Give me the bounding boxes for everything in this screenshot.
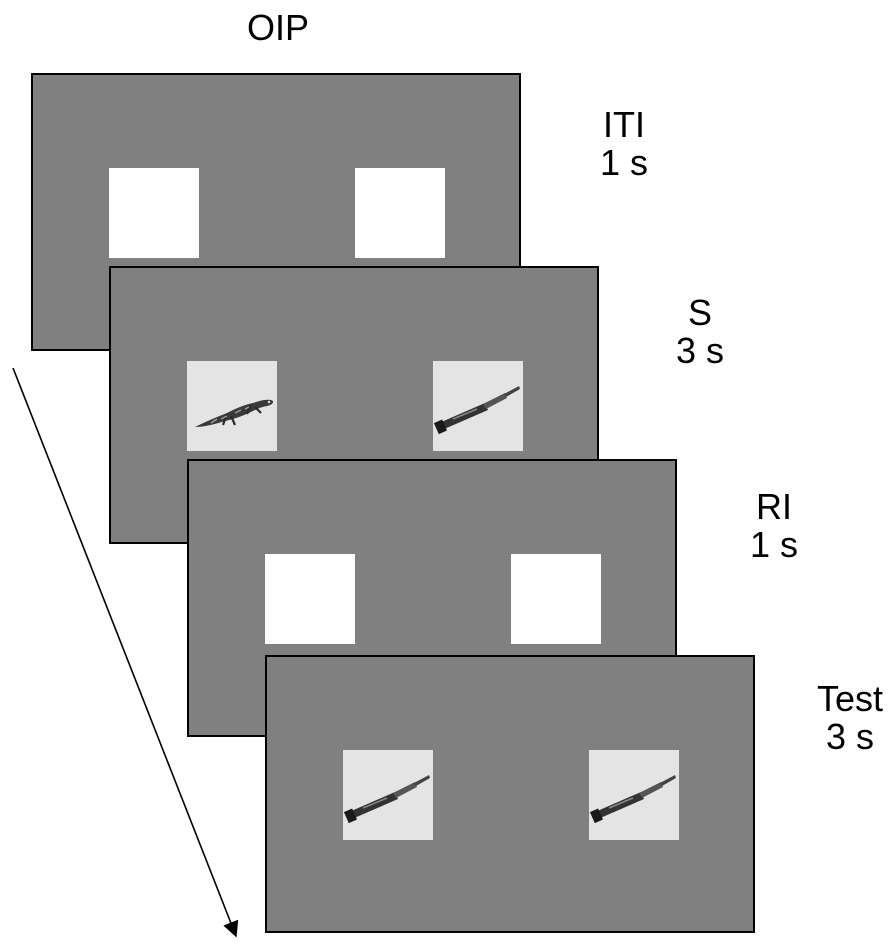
frame-s-duration: 3 s: [675, 330, 725, 371]
frame-test: [265, 655, 755, 933]
blank-square-left: [109, 168, 199, 258]
frame-test-duration: 3 s: [825, 716, 875, 757]
frame-s-name: S: [687, 292, 712, 333]
telescope-icon: [589, 775, 676, 824]
blank-square-right: [511, 554, 601, 644]
blank-square-right: [355, 168, 445, 258]
frame-test-label: Test 3 s: [790, 680, 895, 756]
frame-ri-name: RI: [756, 486, 792, 527]
frame-iti-label: ITI 1 s: [564, 106, 684, 182]
diagram-title: OIP: [246, 7, 309, 48]
frame-s-label: S 3 s: [640, 294, 760, 370]
frame-iti-duration: 1 s: [599, 142, 649, 183]
frame-test-name: Test: [816, 678, 884, 719]
lizard-image: [187, 361, 277, 451]
telescope-image-s: [433, 361, 523, 451]
telescope-image-test-left: [343, 750, 433, 840]
blank-square-left: [265, 554, 355, 644]
telescope-icon: [433, 386, 520, 435]
frame-ri-duration: 1 s: [749, 524, 799, 565]
telescope-image-test-right: [589, 750, 679, 840]
lizard-icon: [195, 399, 274, 427]
telescope-icon: [343, 775, 430, 824]
frame-iti-name: ITI: [603, 104, 645, 145]
frame-ri-label: RI 1 s: [714, 488, 834, 564]
